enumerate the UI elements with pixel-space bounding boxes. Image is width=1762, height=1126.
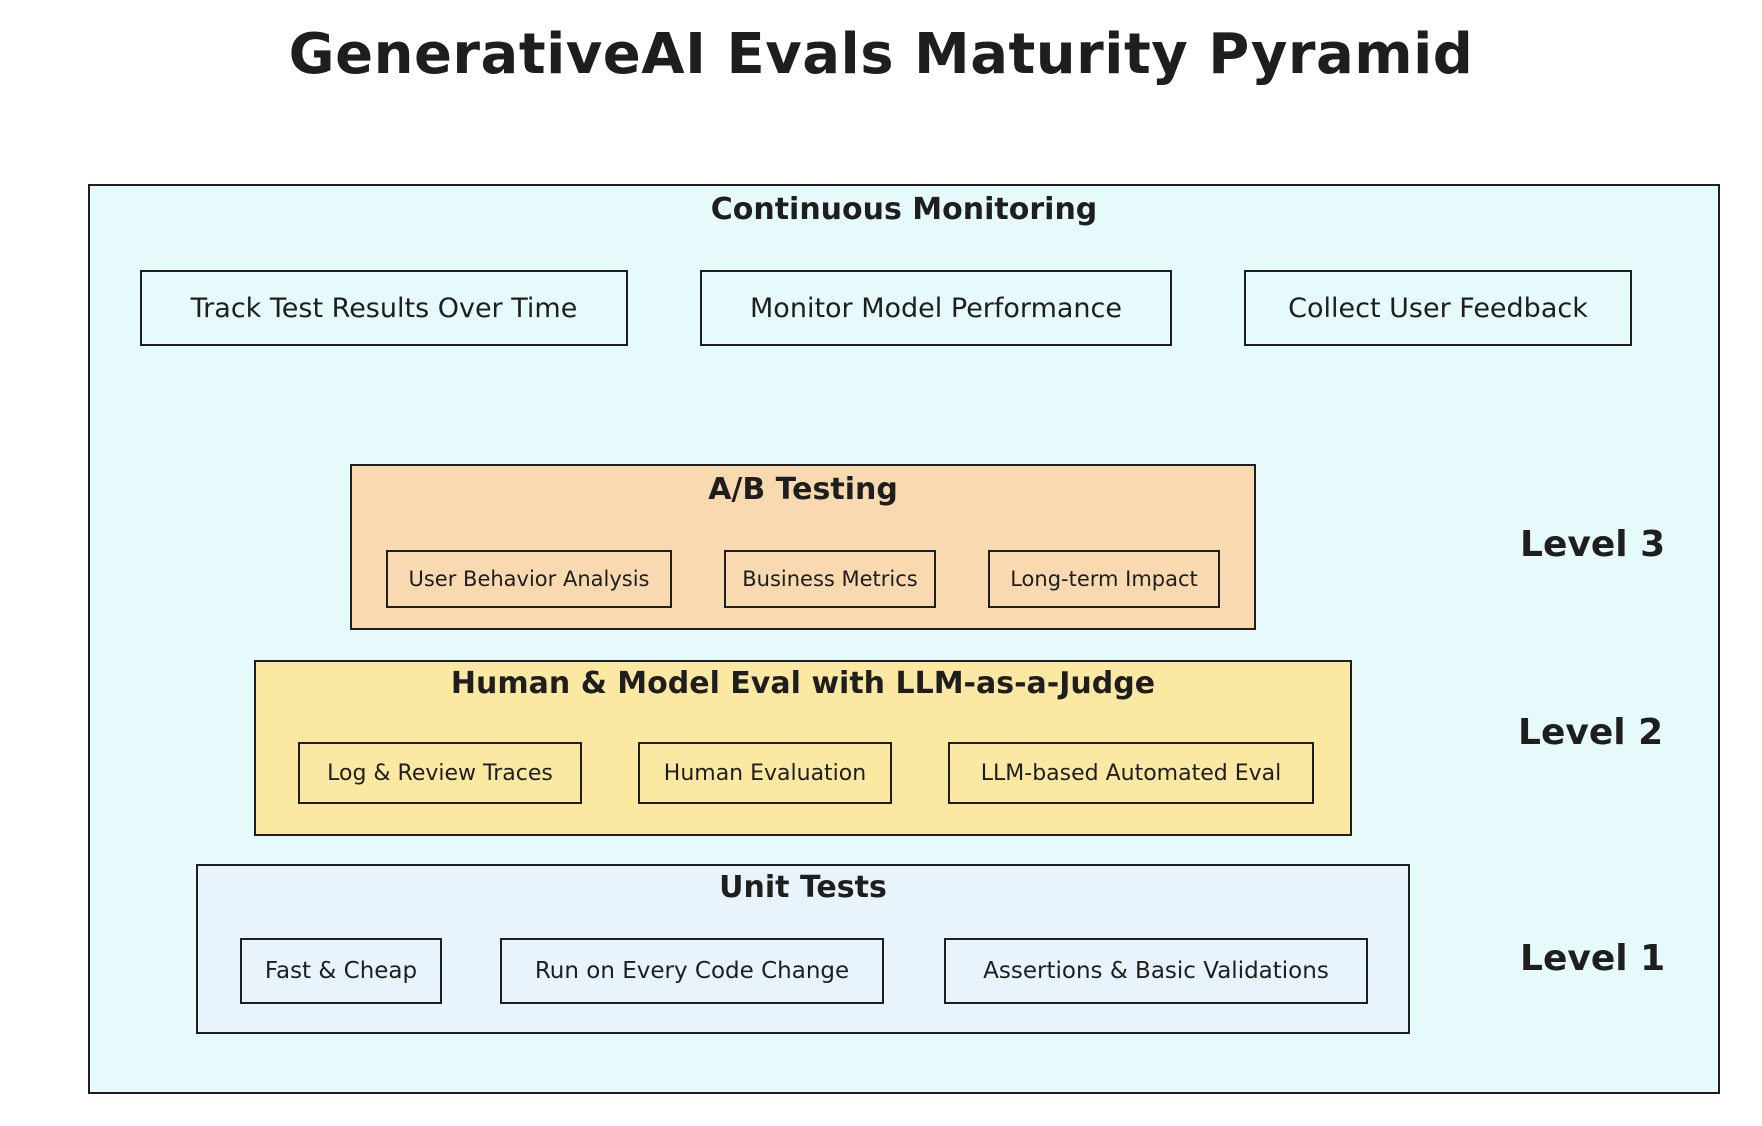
track-test-results-box: Track Test Results Over Time	[140, 270, 628, 346]
continuous-monitoring-title: Continuous Monitoring	[710, 192, 1098, 227]
human-model-eval-layer: Human & Model Eval with LLM-as-a-Judge	[254, 660, 1352, 836]
human-model-eval-title: Human & Model Eval with LLM-as-a-Judge	[450, 666, 1156, 701]
log-review-traces-box: Log & Review Traces	[298, 742, 582, 804]
ab-testing-title: A/B Testing	[708, 472, 898, 507]
assertions-basic-validations-box: Assertions & Basic Validations	[944, 938, 1368, 1004]
level-2-label: Level 2	[1518, 712, 1664, 753]
collect-user-feedback-box: Collect User Feedback	[1244, 270, 1632, 346]
run-on-every-code-change-box: Run on Every Code Change	[500, 938, 884, 1004]
diagram-title: GenerativeAI Evals Maturity Pyramid	[288, 22, 1474, 87]
llm-based-automated-eval-box: LLM-based Automated Eval	[948, 742, 1314, 804]
long-term-impact-box: Long-term Impact	[988, 550, 1220, 608]
user-behavior-analysis-box: User Behavior Analysis	[386, 550, 672, 608]
business-metrics-box: Business Metrics	[724, 550, 936, 608]
ab-testing-layer: A/B Testing	[350, 464, 1256, 630]
fast-cheap-box: Fast & Cheap	[240, 938, 442, 1004]
level-1-label: Level 1	[1520, 938, 1666, 979]
human-evaluation-box: Human Evaluation	[638, 742, 892, 804]
unit-tests-layer: Unit Tests	[196, 864, 1410, 1034]
unit-tests-title: Unit Tests	[719, 870, 887, 905]
monitor-model-performance-box: Monitor Model Performance	[700, 270, 1172, 346]
level-3-label: Level 3	[1520, 524, 1666, 565]
